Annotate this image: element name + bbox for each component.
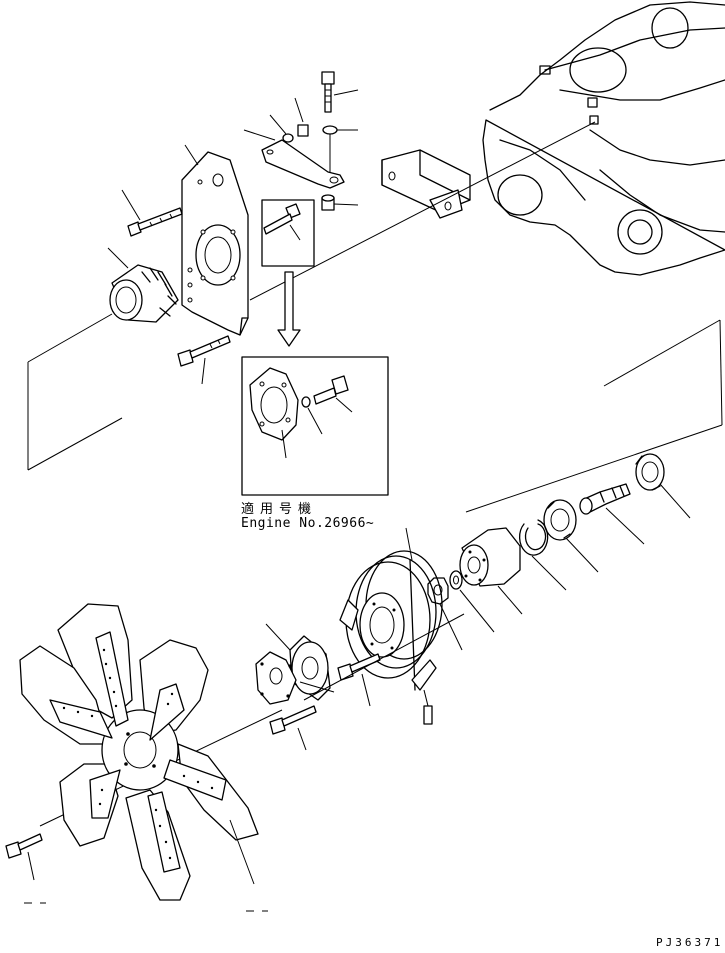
shaft: [579, 483, 645, 545]
snap-ring: [518, 519, 567, 591]
spacer-bolt: [269, 705, 317, 751]
spring-cup: [107, 247, 179, 323]
axis-line-mid: [303, 613, 465, 701]
plate-bolt-left: [121, 189, 183, 237]
detail-box-gasket: [241, 356, 389, 496]
axis-line-upper: [249, 121, 596, 301]
strap-bracket: [243, 97, 345, 189]
engine-number-label: Engine No.26966~: [241, 516, 375, 531]
fan-spacer: [255, 623, 331, 705]
down-arrow: [277, 271, 301, 347]
drawing-code: PJ36371: [656, 936, 724, 949]
label-stubs: [24, 902, 268, 912]
engine-block: [482, 1, 725, 276]
pulley-bolt: [337, 653, 381, 707]
main-pulley: [339, 527, 443, 725]
detail-box-bolt: [261, 199, 315, 267]
guide-lines-right: [465, 319, 723, 513]
fan-bolt: [5, 833, 43, 881]
cooling-fan: [19, 603, 259, 901]
connector-line: [299, 681, 335, 693]
hex-nut: [427, 577, 463, 651]
washer: [449, 570, 495, 633]
guide-lines-left: [27, 313, 123, 471]
mounting-plate: [181, 144, 249, 336]
bearing-mid: [543, 499, 599, 573]
applicable-machine-label: 適用号機: [241, 502, 318, 517]
bearing-right: [635, 453, 691, 519]
support-bracket: [381, 149, 471, 219]
pulley-hub: [459, 527, 523, 615]
long-bolt: [177, 335, 231, 385]
top-bolt-assembly: [321, 71, 359, 211]
